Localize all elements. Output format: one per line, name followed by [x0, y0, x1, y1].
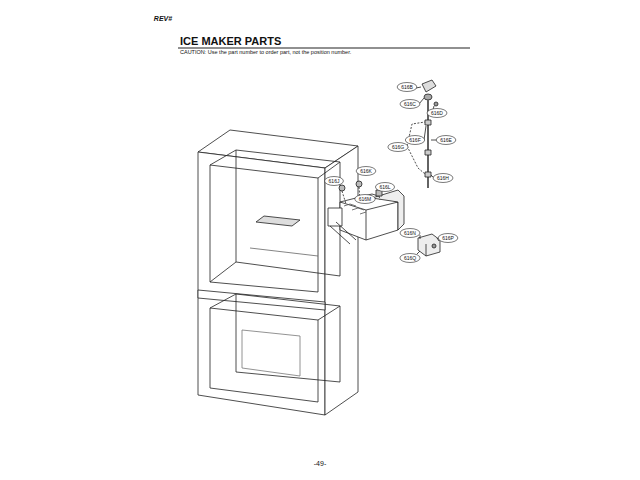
callout-number: 616B — [401, 85, 413, 90]
callout-oval — [400, 254, 420, 263]
callout-oval — [438, 234, 458, 243]
page-number: -49- — [314, 460, 326, 467]
callout-oval — [436, 136, 456, 145]
callout-number: 616M — [359, 197, 372, 202]
callout-number: 616D — [431, 111, 443, 116]
revision-mark: REV# — [154, 15, 172, 22]
callout-number: 616G — [392, 145, 404, 150]
callout-oval — [325, 177, 344, 186]
callout-oval — [397, 83, 417, 92]
page-title: ICE MAKER PARTS — [180, 36, 281, 47]
callout-oval — [388, 143, 408, 152]
callout-oval — [356, 167, 376, 176]
callout-oval — [400, 100, 420, 109]
callout-number: 616F — [409, 138, 420, 143]
callout-number: 616H — [437, 176, 449, 181]
callout-number: 616P — [442, 236, 454, 241]
callout-number: 616C — [404, 102, 416, 107]
callout-number: 616E — [440, 138, 452, 143]
callout-number: 616Q — [404, 256, 416, 261]
callout-oval — [405, 136, 424, 145]
callout-oval — [433, 174, 453, 183]
callout-number: 616N — [404, 231, 416, 236]
callout-number: 616J — [329, 179, 340, 184]
callout-number: 616L — [379, 185, 390, 190]
callout-oval — [355, 195, 376, 204]
callout-oval — [427, 109, 447, 118]
callout-oval — [400, 229, 420, 238]
caution-note: CAUTION: Use the part number to order pa… — [180, 50, 351, 56]
callout-oval — [375, 183, 394, 192]
callout-number: 616K — [360, 169, 372, 174]
